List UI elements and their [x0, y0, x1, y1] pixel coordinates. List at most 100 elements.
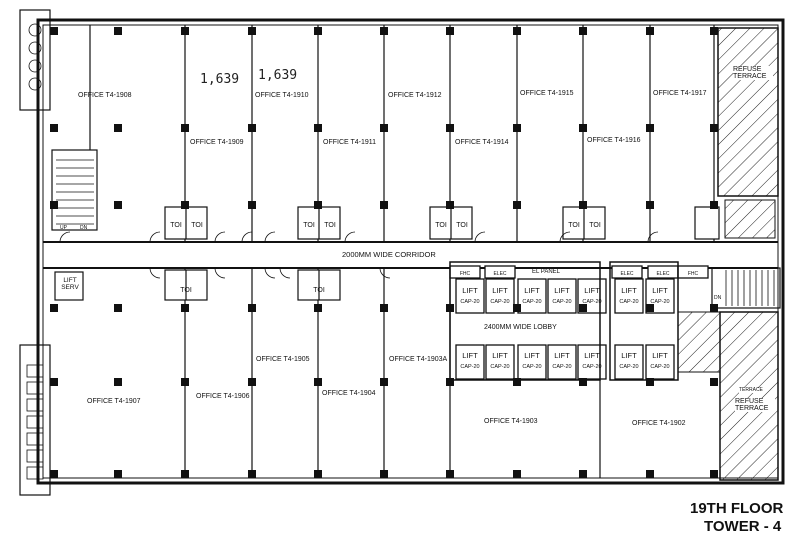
- column: [579, 470, 587, 478]
- stair-dn-label: DN: [80, 225, 88, 231]
- column: [646, 124, 654, 132]
- column: [114, 378, 122, 386]
- column: [646, 304, 654, 312]
- service-fixture: [26, 415, 44, 429]
- column: [380, 378, 388, 386]
- office-label-1903a: OFFICE T4-1903A: [389, 356, 448, 363]
- column: [380, 124, 388, 132]
- column: [513, 201, 521, 209]
- column: [710, 304, 718, 312]
- column: [248, 124, 256, 132]
- column: [513, 470, 521, 478]
- column: [50, 304, 58, 312]
- column: [248, 378, 256, 386]
- column: [181, 470, 189, 478]
- lift-car: [645, 344, 675, 380]
- door-swing: [59, 231, 71, 243]
- toilet-label: TOI: [313, 287, 325, 294]
- column: [114, 124, 122, 132]
- door-swing: [214, 267, 226, 279]
- column: [446, 378, 454, 386]
- office-label-1911: OFFICE T4-1911: [323, 139, 377, 146]
- column: [114, 201, 122, 209]
- corridor-label: 2000MM WIDE CORRIDOR: [342, 250, 436, 259]
- tower-title: TOWER - 4: [704, 518, 782, 535]
- column: [114, 470, 122, 478]
- handwritten-area-2: 1,639: [258, 68, 298, 83]
- service-fixture: [26, 449, 44, 463]
- lift-label: LIFT: [584, 351, 600, 360]
- door-swing: [647, 231, 659, 243]
- door-swing: [264, 231, 276, 243]
- lift-capacity-label: CAP-20: [582, 299, 601, 305]
- stair-right: [711, 267, 781, 309]
- service-room: [611, 265, 643, 279]
- lift-label: LIFT: [621, 286, 637, 295]
- column: [579, 27, 587, 35]
- toilet-label: TOI: [170, 222, 182, 229]
- office-label-1915: OFFICE T4-1915: [520, 90, 574, 97]
- column: [710, 470, 718, 478]
- lift-label: LIFT: [554, 351, 570, 360]
- service-fixture: [26, 432, 44, 446]
- lift-car: [547, 278, 577, 314]
- lift-label: LIFT: [584, 286, 600, 295]
- column: [446, 304, 454, 312]
- door-swing: [264, 267, 276, 279]
- office-label-1904: OFFICE T4-1904: [322, 390, 376, 397]
- column: [513, 27, 521, 35]
- column: [579, 304, 587, 312]
- terrace-small-label: TERRACE: [739, 387, 763, 393]
- column: [579, 201, 587, 209]
- column: [513, 378, 521, 386]
- refuse-terrace-north-label: REFUSE TERRACE: [733, 66, 773, 80]
- floor-title: 19TH FLOOR: [690, 500, 784, 517]
- column: [50, 470, 58, 478]
- column: [181, 201, 189, 209]
- service-room-label: ELEC: [620, 271, 633, 277]
- service-room-label: ELEC: [656, 271, 669, 277]
- column: [181, 304, 189, 312]
- lift-car: [517, 278, 547, 314]
- service-fixture: [28, 23, 42, 37]
- lift-serv-box: [54, 271, 84, 301]
- lift-car: [455, 344, 485, 380]
- lift-label: LIFT: [652, 286, 668, 295]
- lift-label: LIFT: [524, 286, 540, 295]
- lift-car: [517, 344, 547, 380]
- column: [114, 27, 122, 35]
- column: [380, 27, 388, 35]
- lift-car: [614, 278, 644, 314]
- toilet-label: TOI: [303, 222, 315, 229]
- column: [646, 27, 654, 35]
- lift-lobby: [449, 261, 601, 381]
- lift-car: [485, 278, 515, 314]
- column: [380, 201, 388, 209]
- door-swing: [474, 231, 486, 243]
- column: [579, 378, 587, 386]
- service-fixture: [26, 466, 44, 480]
- column: [50, 124, 58, 132]
- column: [646, 201, 654, 209]
- lift-capacity-label: CAP-20: [619, 299, 638, 305]
- column: [181, 378, 189, 386]
- lift-capacity-label: CAP-20: [490, 299, 509, 305]
- stair-left: [51, 149, 98, 231]
- office-label-1902: OFFICE T4-1902: [632, 420, 686, 427]
- office-label-1908: OFFICE T4-1908: [78, 92, 132, 99]
- column: [646, 378, 654, 386]
- lift-capacity-label: CAP-20: [552, 299, 571, 305]
- lift-car: [614, 344, 644, 380]
- lobby-label: 2400MM WIDE LOBBY: [484, 324, 557, 331]
- column: [513, 304, 521, 312]
- lift-label: LIFT: [462, 286, 478, 295]
- column: [181, 27, 189, 35]
- handwritten-area-1: 1,639: [200, 72, 240, 87]
- lift-capacity-label: CAP-20: [650, 364, 669, 370]
- column: [314, 124, 322, 132]
- service-room: [484, 265, 516, 279]
- elec-panel-label-1: EL PANEL: [532, 269, 561, 275]
- column: [50, 378, 58, 386]
- door-swing: [559, 231, 571, 243]
